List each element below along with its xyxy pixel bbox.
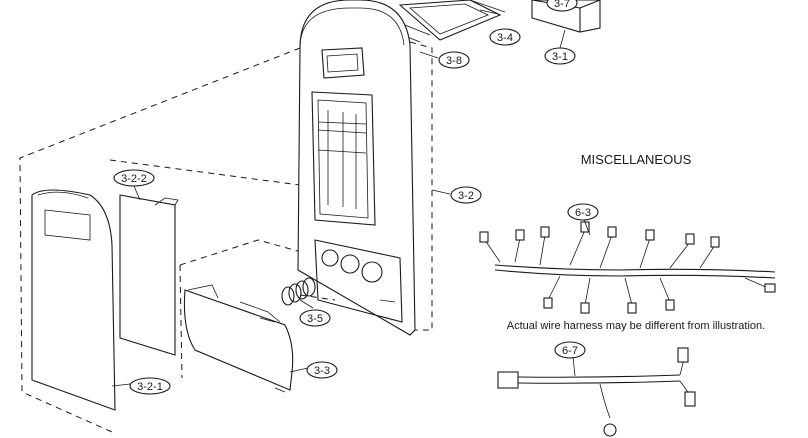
callout-3-1-label: 3-1 [552, 51, 568, 63]
callout-3-3-label: 3-3 [314, 365, 330, 377]
callout-3-7-label: 3-7 [554, 0, 570, 10]
callout-3-2-1-label: 3-2-1 [137, 381, 163, 393]
callout-6-7-label: 6-7 [562, 345, 578, 357]
callout-3-2-1: 3-2-1 [129, 377, 171, 395]
part-3-3-lower-cover [183, 284, 294, 393]
callout-3-2-2-label: 3-2-2 [121, 173, 147, 185]
callout-6-3-label: 6-3 [575, 207, 591, 219]
part-3-4-frame [369, 0, 506, 43]
part-3-2-2-sheet [119, 194, 179, 356]
callout-3-7: 3-7 [546, 0, 578, 12]
harness-note: Actual wire harness may be different fro… [507, 320, 765, 332]
callout-3-3: 3-3 [306, 361, 338, 379]
part-6-3-wire-harness [479, 221, 776, 314]
callout-3-2: 3-2 [450, 186, 482, 204]
callout-3-1: 3-1 [544, 47, 576, 65]
part-3-2-control-panel [297, 0, 416, 336]
part-3-2-1-front-cover [31, 189, 116, 411]
section-title: MISCELLANEOUS [581, 152, 692, 167]
callout-3-4: 3-4 [489, 28, 521, 46]
callout-3-2-2: 3-2-2 [113, 169, 155, 187]
callout-6-3: 6-3 [567, 203, 599, 221]
callout-3-5: 3-5 [299, 309, 331, 327]
leader-lines [111, 9, 591, 387]
callout-3-8-label: 3-8 [446, 55, 462, 67]
callout-3-4-label: 3-4 [497, 32, 513, 44]
part-3-5-spring [281, 277, 316, 306]
callout-3-5-label: 3-5 [307, 313, 323, 325]
callout-6-7: 6-7 [554, 341, 586, 359]
callout-3-8: 3-8 [438, 51, 470, 69]
part-6-7-wire-harness [497, 347, 696, 437]
callout-3-2-label: 3-2 [458, 190, 474, 202]
